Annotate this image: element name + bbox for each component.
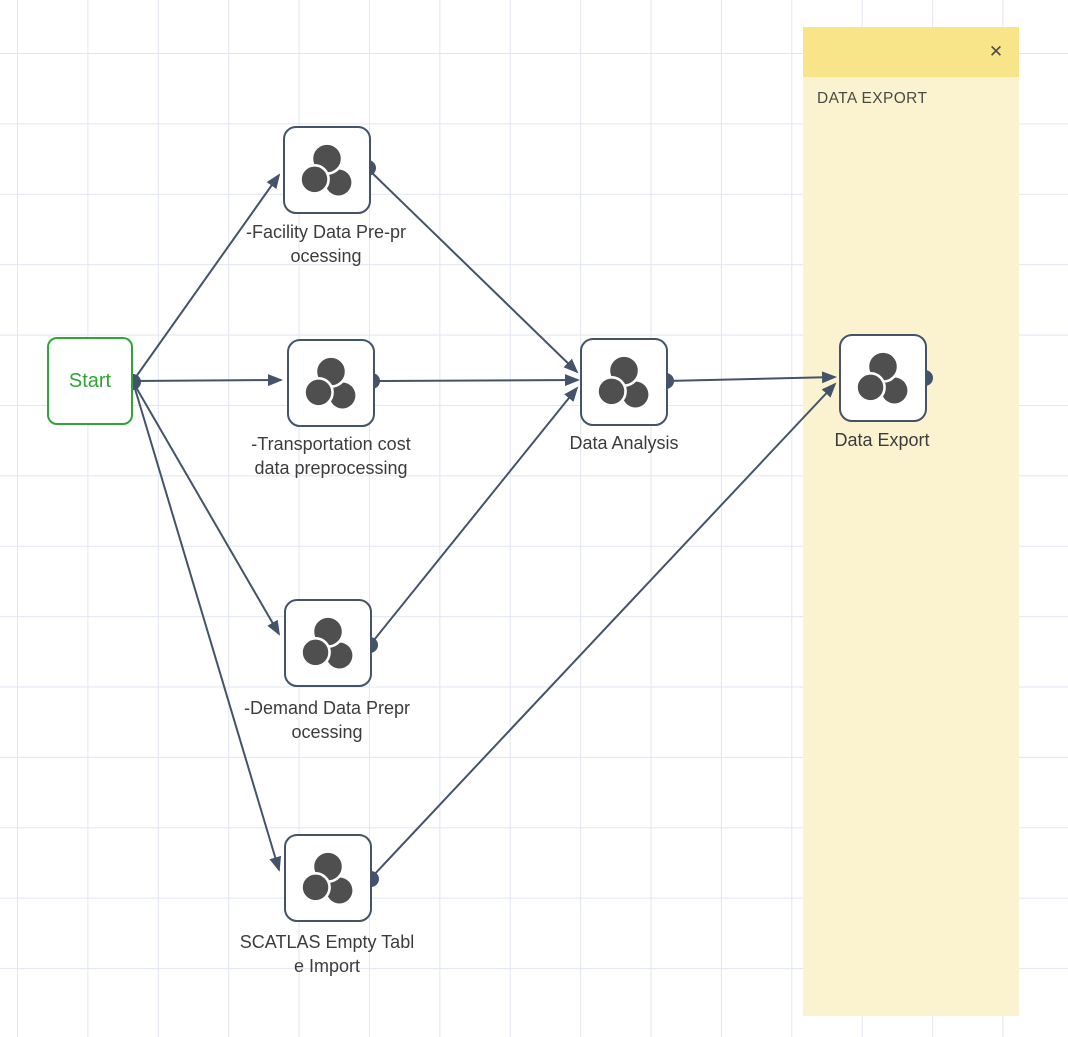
edge-start-transportation xyxy=(132,374,283,387)
edge-demand-analysis xyxy=(369,386,579,646)
node-demand-data-preprocessing[interactable] xyxy=(284,599,372,687)
operator-icon xyxy=(300,143,352,196)
node-label-analysis: Data Analysis xyxy=(569,433,679,453)
node-start[interactable]: Start xyxy=(47,337,133,425)
panel-title: DATA EXPORT xyxy=(817,90,928,107)
edge-facility-analysis xyxy=(366,167,579,374)
edge-transportation-analysis xyxy=(371,374,580,387)
edge-start-facility xyxy=(132,173,281,382)
node-data-analysis[interactable] xyxy=(580,338,668,426)
node-data-export[interactable] xyxy=(839,334,927,422)
node-facility-data-preprocessing[interactable] xyxy=(283,126,371,214)
start-label: Start xyxy=(68,369,112,392)
data-export-panel: ✕ DATA EXPORT xyxy=(803,27,1019,1016)
node-scatlas-empty-table-import[interactable] xyxy=(284,834,372,922)
operator-icon xyxy=(301,851,353,904)
close-icon[interactable]: ✕ xyxy=(988,42,1004,61)
operator-icon xyxy=(597,355,649,408)
operator-icon xyxy=(301,616,353,669)
edge-start-demand xyxy=(132,381,281,636)
node-label-export: Data Export xyxy=(834,430,930,450)
node-transportation-cost-preprocessing[interactable] xyxy=(287,339,375,427)
operator-icon xyxy=(304,356,356,409)
operator-icon xyxy=(856,351,908,404)
panel-header: ✕ xyxy=(803,27,1019,77)
